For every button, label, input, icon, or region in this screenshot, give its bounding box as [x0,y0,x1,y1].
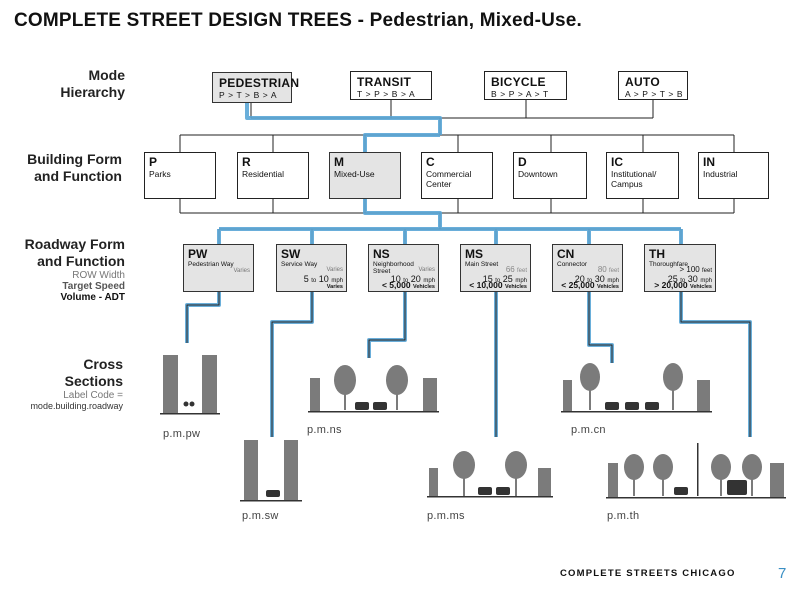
cross-section-label-sw: p.m.sw [242,510,279,522]
page-title: COMPLETE STREET DESIGN TREES - Pedestria… [14,10,583,31]
footer-title: COMPLETE STREETS CHICAGO [560,568,736,579]
cross-section-label-pw: p.m.pw [163,428,201,440]
cross-section-illustrations [160,355,786,502]
cross-section-label-ns: p.m.ns [307,424,342,436]
cross-section-label-th: p.m.th [607,510,640,522]
cross-section-label-ms: p.m.ms [427,510,465,522]
page-number: 7 [778,565,787,582]
cross-section-label-cn: p.m.cn [571,424,606,436]
